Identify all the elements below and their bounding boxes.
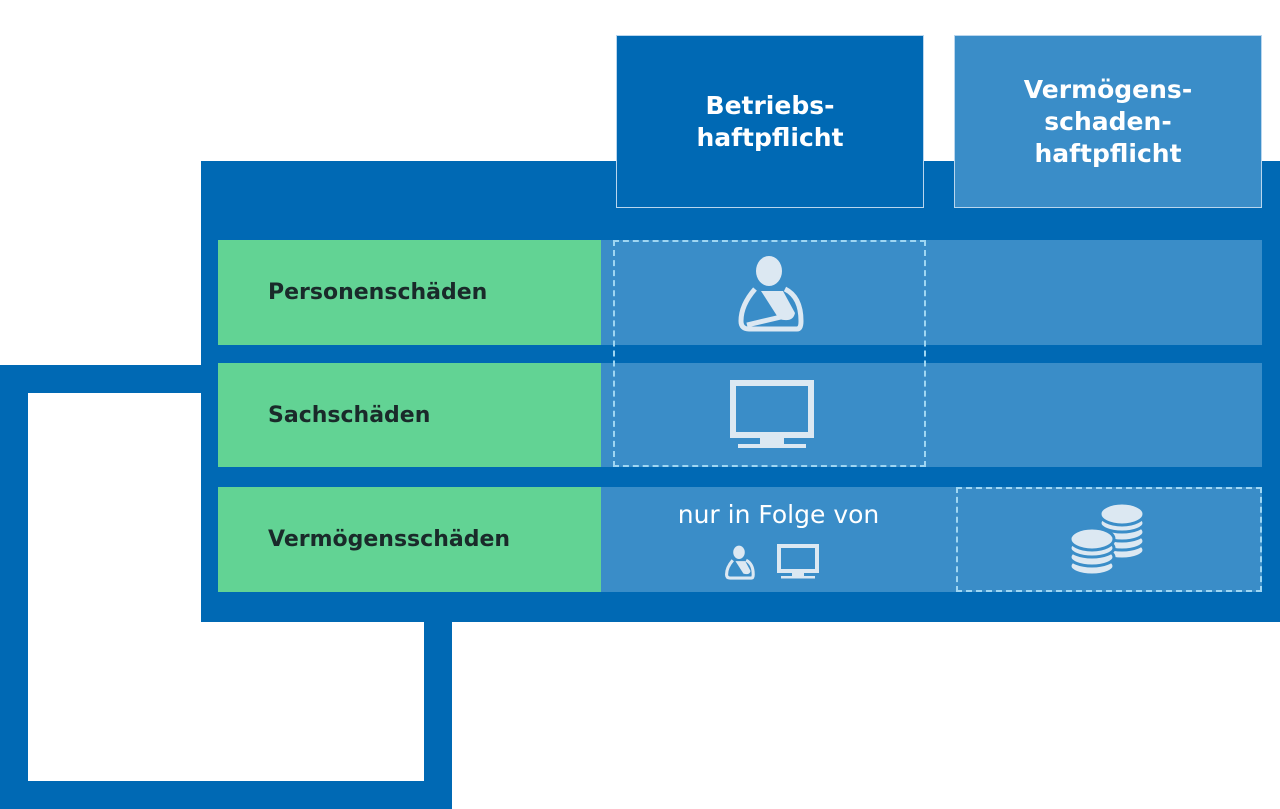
note-only-as-consequence: nur in Folge von	[677, 500, 880, 529]
column-header-vermoegensschadenhaftpflicht: Vermögens- schaden- haftpflicht	[954, 35, 1262, 208]
monitor-icon	[730, 380, 814, 448]
injured-person-small-icon	[724, 545, 755, 580]
coverage-box-vermoegensschaden	[956, 487, 1262, 592]
row-cells-vermoegensschaeden	[601, 487, 1262, 592]
row-label-personenschaeden: Personenschäden	[218, 240, 601, 345]
row-cells-personenschaeden	[601, 240, 1262, 345]
coins-icon	[1068, 501, 1146, 577]
row-label-vermoegensschaeden: Vermögensschäden	[218, 487, 601, 592]
column-header-betriebshaftpflicht: Betriebs- haftpflicht	[616, 35, 924, 208]
injured-person-icon	[738, 256, 804, 332]
row-cells-sachschaeden	[601, 363, 1262, 467]
coverage-box-betriebshaftpflicht	[613, 240, 926, 467]
row-label-sachschaeden: Sachschäden	[218, 363, 601, 467]
monitor-small-icon	[777, 544, 819, 579]
